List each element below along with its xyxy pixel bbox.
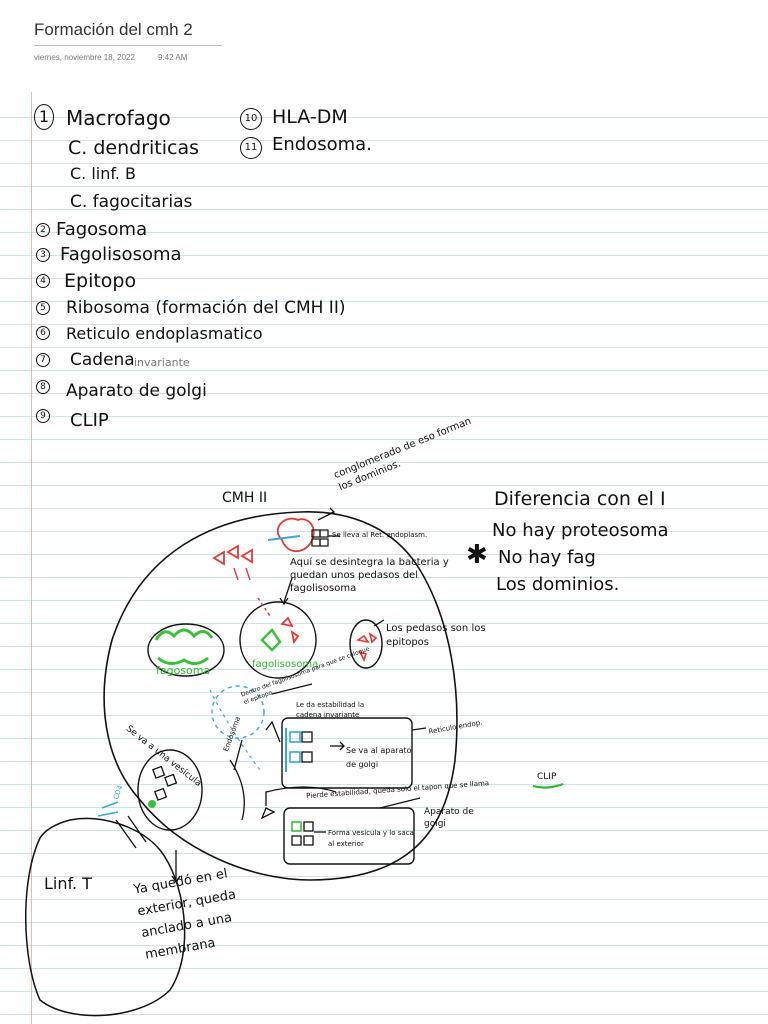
aparato-label: Aparato de golgi — [424, 806, 484, 830]
linf-t-label: Linf. T — [44, 874, 92, 893]
se-lleva-note: Se lleva al Ret. endoplasm. — [332, 531, 427, 539]
fagosoma-label: fagosoma — [156, 664, 210, 677]
clip-label: CLIP — [537, 772, 556, 782]
ribosome-cluster — [278, 519, 314, 552]
forma-vesicula-note: Forma vesicula y lo saca al exterior — [328, 828, 418, 850]
cmh-ii-label: CMH II — [222, 490, 267, 506]
se-va-golgi-note: Se va al aparato de golgi — [346, 744, 422, 772]
pedasos-note: Los pedasos son los epitopos — [386, 622, 506, 650]
aqui-se-note: Aquí se desintegra la bacteria y quedan … — [290, 556, 460, 595]
estabilidad-note: Le da estabilidad la cadena invariante — [296, 700, 386, 720]
